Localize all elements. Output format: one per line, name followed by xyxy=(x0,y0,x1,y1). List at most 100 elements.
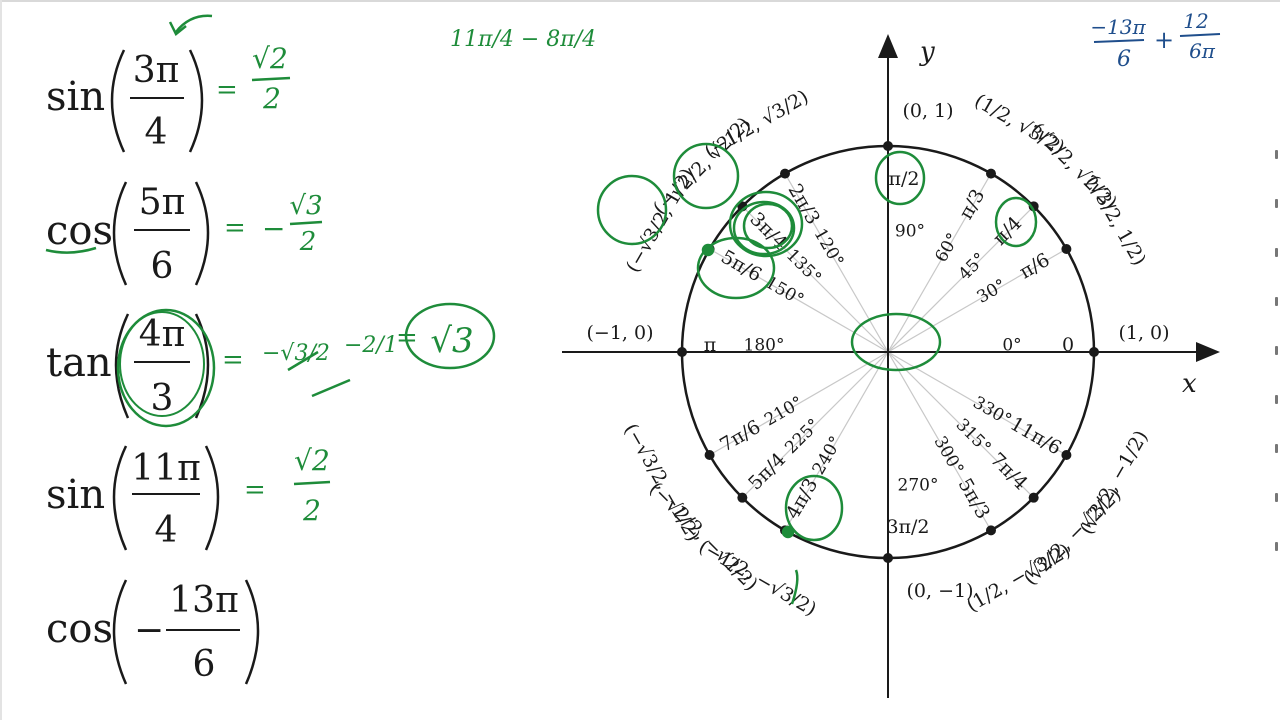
blue-note-plus: + xyxy=(1154,26,1174,54)
angle-ray-6 xyxy=(741,205,889,353)
angle-ray-5 xyxy=(784,173,889,353)
problem-2-right-paren xyxy=(194,181,210,286)
top-border xyxy=(0,0,1280,2)
answer-4-equals: = xyxy=(244,475,266,505)
answer-1-denominator: 2 xyxy=(262,82,281,115)
pen-dot-2 xyxy=(781,525,795,539)
problem-1: sin 3π 4 xyxy=(46,49,204,153)
answer-4-denominator: 2 xyxy=(302,494,321,527)
pen-arrow-mark xyxy=(175,14,213,33)
degree-label: 0° xyxy=(1002,336,1021,356)
coordinate-label: (−√3/2, 1/2) xyxy=(622,165,699,277)
degree-label: 60° xyxy=(931,230,963,266)
problem-list: sin 3π 4 cos 5π 6 tan 4π 3 sin xyxy=(46,49,260,685)
problem-2: cos 5π 6 xyxy=(46,181,210,287)
problem-3-func: tan xyxy=(46,340,112,386)
angle-ray-15 xyxy=(887,351,1067,456)
circle-point-dot[interactable] xyxy=(780,168,790,179)
coordinate-label: (1, 0) xyxy=(1118,322,1169,344)
degree-label: 270° xyxy=(898,476,939,496)
circle-green-marks xyxy=(596,142,1038,605)
problem-5-sign: − xyxy=(134,610,164,651)
angle-ray-9 xyxy=(709,351,889,456)
angle-ray-7 xyxy=(709,248,889,353)
answer-1-equals: = xyxy=(216,75,238,105)
coordinate-label: (0, −1) xyxy=(906,580,973,602)
tan-work-strike-2 xyxy=(311,378,351,398)
circle-point-dot[interactable] xyxy=(1061,450,1072,460)
problem-5-func: cos xyxy=(46,606,113,652)
four-pi-third-green-circle xyxy=(784,474,844,542)
unit-circle: y x 0°0(1, 0)30°π/6(√3/2, 1/2)45°π/4(√2/… xyxy=(562,34,1220,698)
problem-4-func: sin xyxy=(46,472,105,518)
tan-work-strike-1 xyxy=(287,350,319,372)
degree-label: 240° xyxy=(809,433,847,478)
coord-150-green-circle xyxy=(596,174,668,246)
circle-point-dot[interactable] xyxy=(737,492,748,503)
radian-label: 0 xyxy=(1062,334,1074,356)
pi-half-green-circle xyxy=(874,150,926,206)
blue-note-a-den: 6 xyxy=(1117,47,1131,72)
degree-label: 300° xyxy=(930,433,968,478)
radian-label: π/3 xyxy=(955,185,990,223)
problem-3-numerator: 4π xyxy=(139,314,186,355)
radian-label: π/2 xyxy=(889,168,920,190)
circle-point-dot[interactable] xyxy=(883,553,893,563)
radian-label: π xyxy=(704,334,717,356)
problem-2-func: cos xyxy=(46,208,113,254)
answer-3-equals: = xyxy=(222,345,244,375)
radian-label: 2π/3 xyxy=(784,180,825,228)
radian-label: 5π/6 xyxy=(717,246,765,287)
problem-2-denominator: 6 xyxy=(151,246,174,287)
coord-135-green-circle xyxy=(672,142,740,210)
circle-point-dot[interactable] xyxy=(986,168,996,179)
three-pi-fourth-green-scribble xyxy=(728,190,804,258)
problem-3-left-paren xyxy=(114,313,130,419)
problem-2-numerator: 5π xyxy=(139,182,186,223)
right-edge-marks xyxy=(1272,150,1280,600)
problem-5-left-paren xyxy=(112,579,128,685)
answer-2-sign: − xyxy=(262,212,285,245)
coordinate-label: (−1, 0) xyxy=(586,322,653,344)
circle-point-dot[interactable] xyxy=(1028,492,1039,503)
answer-1-numerator: √2 xyxy=(252,42,288,75)
coordinate-label: (−1/2, −√3/2) xyxy=(695,536,820,621)
problem-4: sin 11π 4 xyxy=(46,445,220,551)
radian-label: 3π/2 xyxy=(886,516,929,538)
circle-point-dot[interactable] xyxy=(986,525,996,536)
pen-tail-mark xyxy=(790,569,799,605)
origin-green-loop xyxy=(850,312,942,372)
problem-1-numerator: 3π xyxy=(133,50,180,91)
problem-1-func: sin xyxy=(46,74,105,120)
circle-point-dot[interactable] xyxy=(677,347,687,357)
angle-ray-11 xyxy=(784,351,889,531)
blue-note: −13π 6 + 12 6π xyxy=(1090,9,1221,72)
problem-4-denominator: 4 xyxy=(155,510,178,551)
problem-4-left-paren xyxy=(112,445,128,551)
problem-5-right-paren xyxy=(244,579,260,685)
blue-note-a-bar xyxy=(1093,39,1145,43)
radian-label: 5π/4 xyxy=(744,448,790,494)
circle-point-dot[interactable] xyxy=(1089,347,1099,357)
degree-label: 30° xyxy=(974,275,1010,307)
blue-note-b-bar xyxy=(1179,33,1221,37)
circle-point-dot[interactable] xyxy=(1061,244,1072,254)
pi-fourth-green-circle xyxy=(994,196,1038,248)
angle-ray-14 xyxy=(887,351,1035,499)
problem-4-numerator: 11π xyxy=(131,448,200,489)
radian-label: 11π/6 xyxy=(1006,413,1065,460)
problem-3-denominator: 3 xyxy=(151,378,174,419)
circle-point-dot[interactable] xyxy=(1028,201,1039,212)
circle-point-dot[interactable] xyxy=(704,450,715,460)
note-mid-top: 11π/4 − 8π/4 xyxy=(450,27,596,52)
y-axis-label: y xyxy=(919,37,935,67)
answer-2-bar xyxy=(289,220,323,226)
angle-ray-10 xyxy=(741,351,889,499)
problem-5: cos − 13π 6 xyxy=(46,579,260,685)
circle-point-dot[interactable] xyxy=(883,141,893,151)
problem-1-left-paren xyxy=(110,49,126,153)
radian-label: π/6 xyxy=(1016,249,1054,284)
radian-label: 7π/4 xyxy=(986,448,1032,494)
answer-3-result: √3 xyxy=(430,321,473,361)
